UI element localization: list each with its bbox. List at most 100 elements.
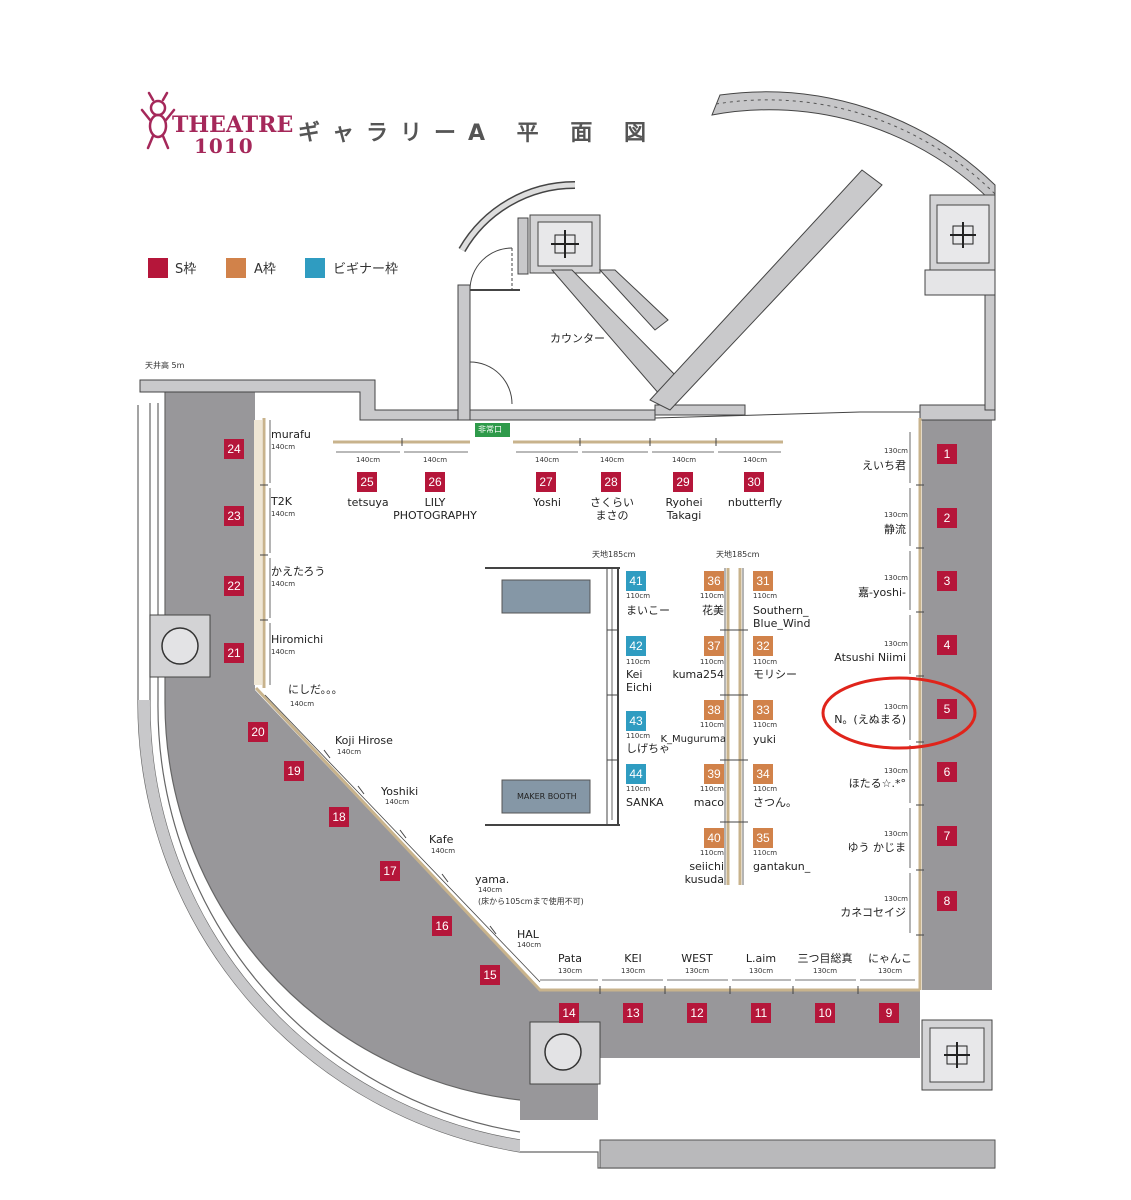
exhibitor-name-8: カネコセイジ (840, 906, 906, 919)
booth-number-2: 2 (937, 508, 957, 528)
panel-size-31: 110cm (753, 592, 778, 600)
panel-walls (254, 418, 922, 992)
booth-number-40: 40 (704, 828, 724, 848)
panel-size-28: 140cm (599, 456, 625, 464)
panel-size-7: 130cm (883, 830, 908, 838)
panel-size-37: 110cm (699, 658, 724, 666)
logo: THEATRE 1010 (138, 90, 293, 160)
panel-size-25: 140cm (355, 456, 381, 464)
gallery-walls (164, 392, 992, 1120)
panel-size-23: 140cm (271, 510, 296, 518)
booth-number-11: 11 (751, 1003, 771, 1023)
page-title: ギャラリーA 平 面 図 (298, 121, 659, 146)
exhibitor-name-31: Southern_Blue_Wind (753, 604, 811, 630)
panel-size-13: 130cm (620, 967, 646, 975)
panel-size-17: 140cm (431, 847, 456, 855)
panel-size-6: 130cm (883, 767, 908, 775)
panel-size-44: 110cm (626, 785, 651, 793)
exhibitor-name-39: maco (693, 796, 724, 809)
panel-size-22: 140cm (271, 580, 296, 588)
exhibitor-name-25: tetsuya (347, 496, 389, 509)
panel-size-16: 140cm (478, 886, 503, 894)
display-height-right: 天地185cm (716, 550, 760, 559)
exhibitor-name-41: まいこー (626, 604, 670, 617)
panel-size-2: 130cm (883, 511, 908, 519)
panel-size-20: 140cm (290, 700, 315, 708)
panel-size-40: 110cm (699, 849, 724, 857)
exhibitor-name-21: Hiromichi (271, 633, 324, 646)
panel-size-30: 140cm (742, 456, 768, 464)
panel-size-18: 140cm (385, 798, 410, 806)
booth-number-22: 22 (224, 576, 244, 596)
counter-label: カウンター (550, 332, 605, 345)
exhibitor-name-35: gantakun_ (753, 860, 811, 873)
panel-size-32: 110cm (753, 658, 778, 666)
booth-number-14: 14 (559, 1003, 579, 1023)
booth-number-27: 27 (536, 472, 556, 492)
panel-size-1: 130cm (883, 447, 908, 455)
exhibitor-name-2: 静流 (884, 523, 906, 536)
panel-size-3: 130cm (883, 574, 908, 582)
panel-size-12: 130cm (684, 967, 710, 975)
booth-number-5: 5 (937, 699, 957, 719)
exhibitor-name-44: SANKA (626, 796, 664, 809)
exhibitor-name-33: yuki (753, 733, 776, 746)
panel-size-38: 110cm (699, 721, 724, 729)
exhibitor-name-9: にゃんこ (868, 952, 912, 965)
legend-swatch-a (226, 258, 246, 278)
booth-number-39: 39 (704, 764, 724, 784)
panel-size-14: 130cm (557, 967, 583, 975)
booth-number-26: 26 (425, 472, 445, 492)
maker-booth-label: MAKER BOOTH (517, 792, 577, 801)
panel-size-39: 110cm (699, 785, 724, 793)
booth-number-8: 8 (937, 891, 957, 911)
booth-number-18: 18 (329, 807, 349, 827)
booth-number-25: 25 (357, 472, 377, 492)
booth-number-10: 10 (815, 1003, 835, 1023)
display-height-left: 天地185cm (592, 550, 636, 559)
legend-label-beginner: ビギナー枠 (333, 262, 399, 277)
panel-size-10: 130cm (812, 967, 838, 975)
panel-size-24: 140cm (271, 443, 296, 451)
exhibitor-name-23: T2K (271, 495, 292, 508)
booth-number-38: 38 (704, 700, 724, 720)
booth-number-6: 6 (937, 762, 957, 782)
panel-size-36: 110cm (699, 592, 724, 600)
round-column (149, 614, 601, 1085)
exhibitor-name-11: L.aim (745, 952, 777, 965)
exhibitor-name-5: N。(えぬまる) (834, 713, 906, 726)
exhibitor-name-24: murafu (271, 428, 311, 441)
panel-size-4: 130cm (883, 640, 908, 648)
panel-size-42: 110cm (626, 658, 651, 666)
exhibitor-name-3: 嘉-yoshi- (858, 586, 906, 599)
exhibitor-name-12: WEST (681, 952, 713, 965)
panel-size-29: 140cm (671, 456, 697, 464)
exhibitor-name-13: KEI (624, 952, 642, 965)
exhibitor-name-27: Yoshi (533, 496, 561, 509)
exhibitor-name-15: HAL (517, 928, 539, 941)
logo-number: 1010 (194, 134, 254, 158)
highlight-circle (821, 676, 977, 750)
exhibitor-name-17: Kafe (429, 833, 454, 846)
booth-number-28: 28 (601, 472, 621, 492)
exhibitor-name-16: yama. (475, 873, 510, 886)
booth-number-37: 37 (704, 636, 724, 656)
exhibitor-name-19: Koji Hirose (335, 734, 393, 747)
panel-size-41: 110cm (626, 592, 651, 600)
panel-size-8: 130cm (883, 895, 908, 903)
panel-size-21: 140cm (271, 648, 296, 656)
panel-size-19: 140cm (337, 748, 362, 756)
mascot-icon (140, 91, 176, 150)
booth-number-12: 12 (687, 1003, 707, 1023)
exhibitor-name-22: かえたろう (271, 565, 326, 578)
exhibitor-name-20: にしだ。。。 (288, 683, 343, 696)
panel-size-9: 130cm (877, 967, 903, 975)
booth-number-9: 9 (879, 1003, 899, 1023)
legend-swatch-s (148, 258, 168, 278)
booth-number-35: 35 (753, 828, 773, 848)
booth-number-44: 44 (626, 764, 646, 784)
legend-label-a: A枠 (254, 262, 276, 277)
booth-number-7: 7 (937, 826, 957, 846)
